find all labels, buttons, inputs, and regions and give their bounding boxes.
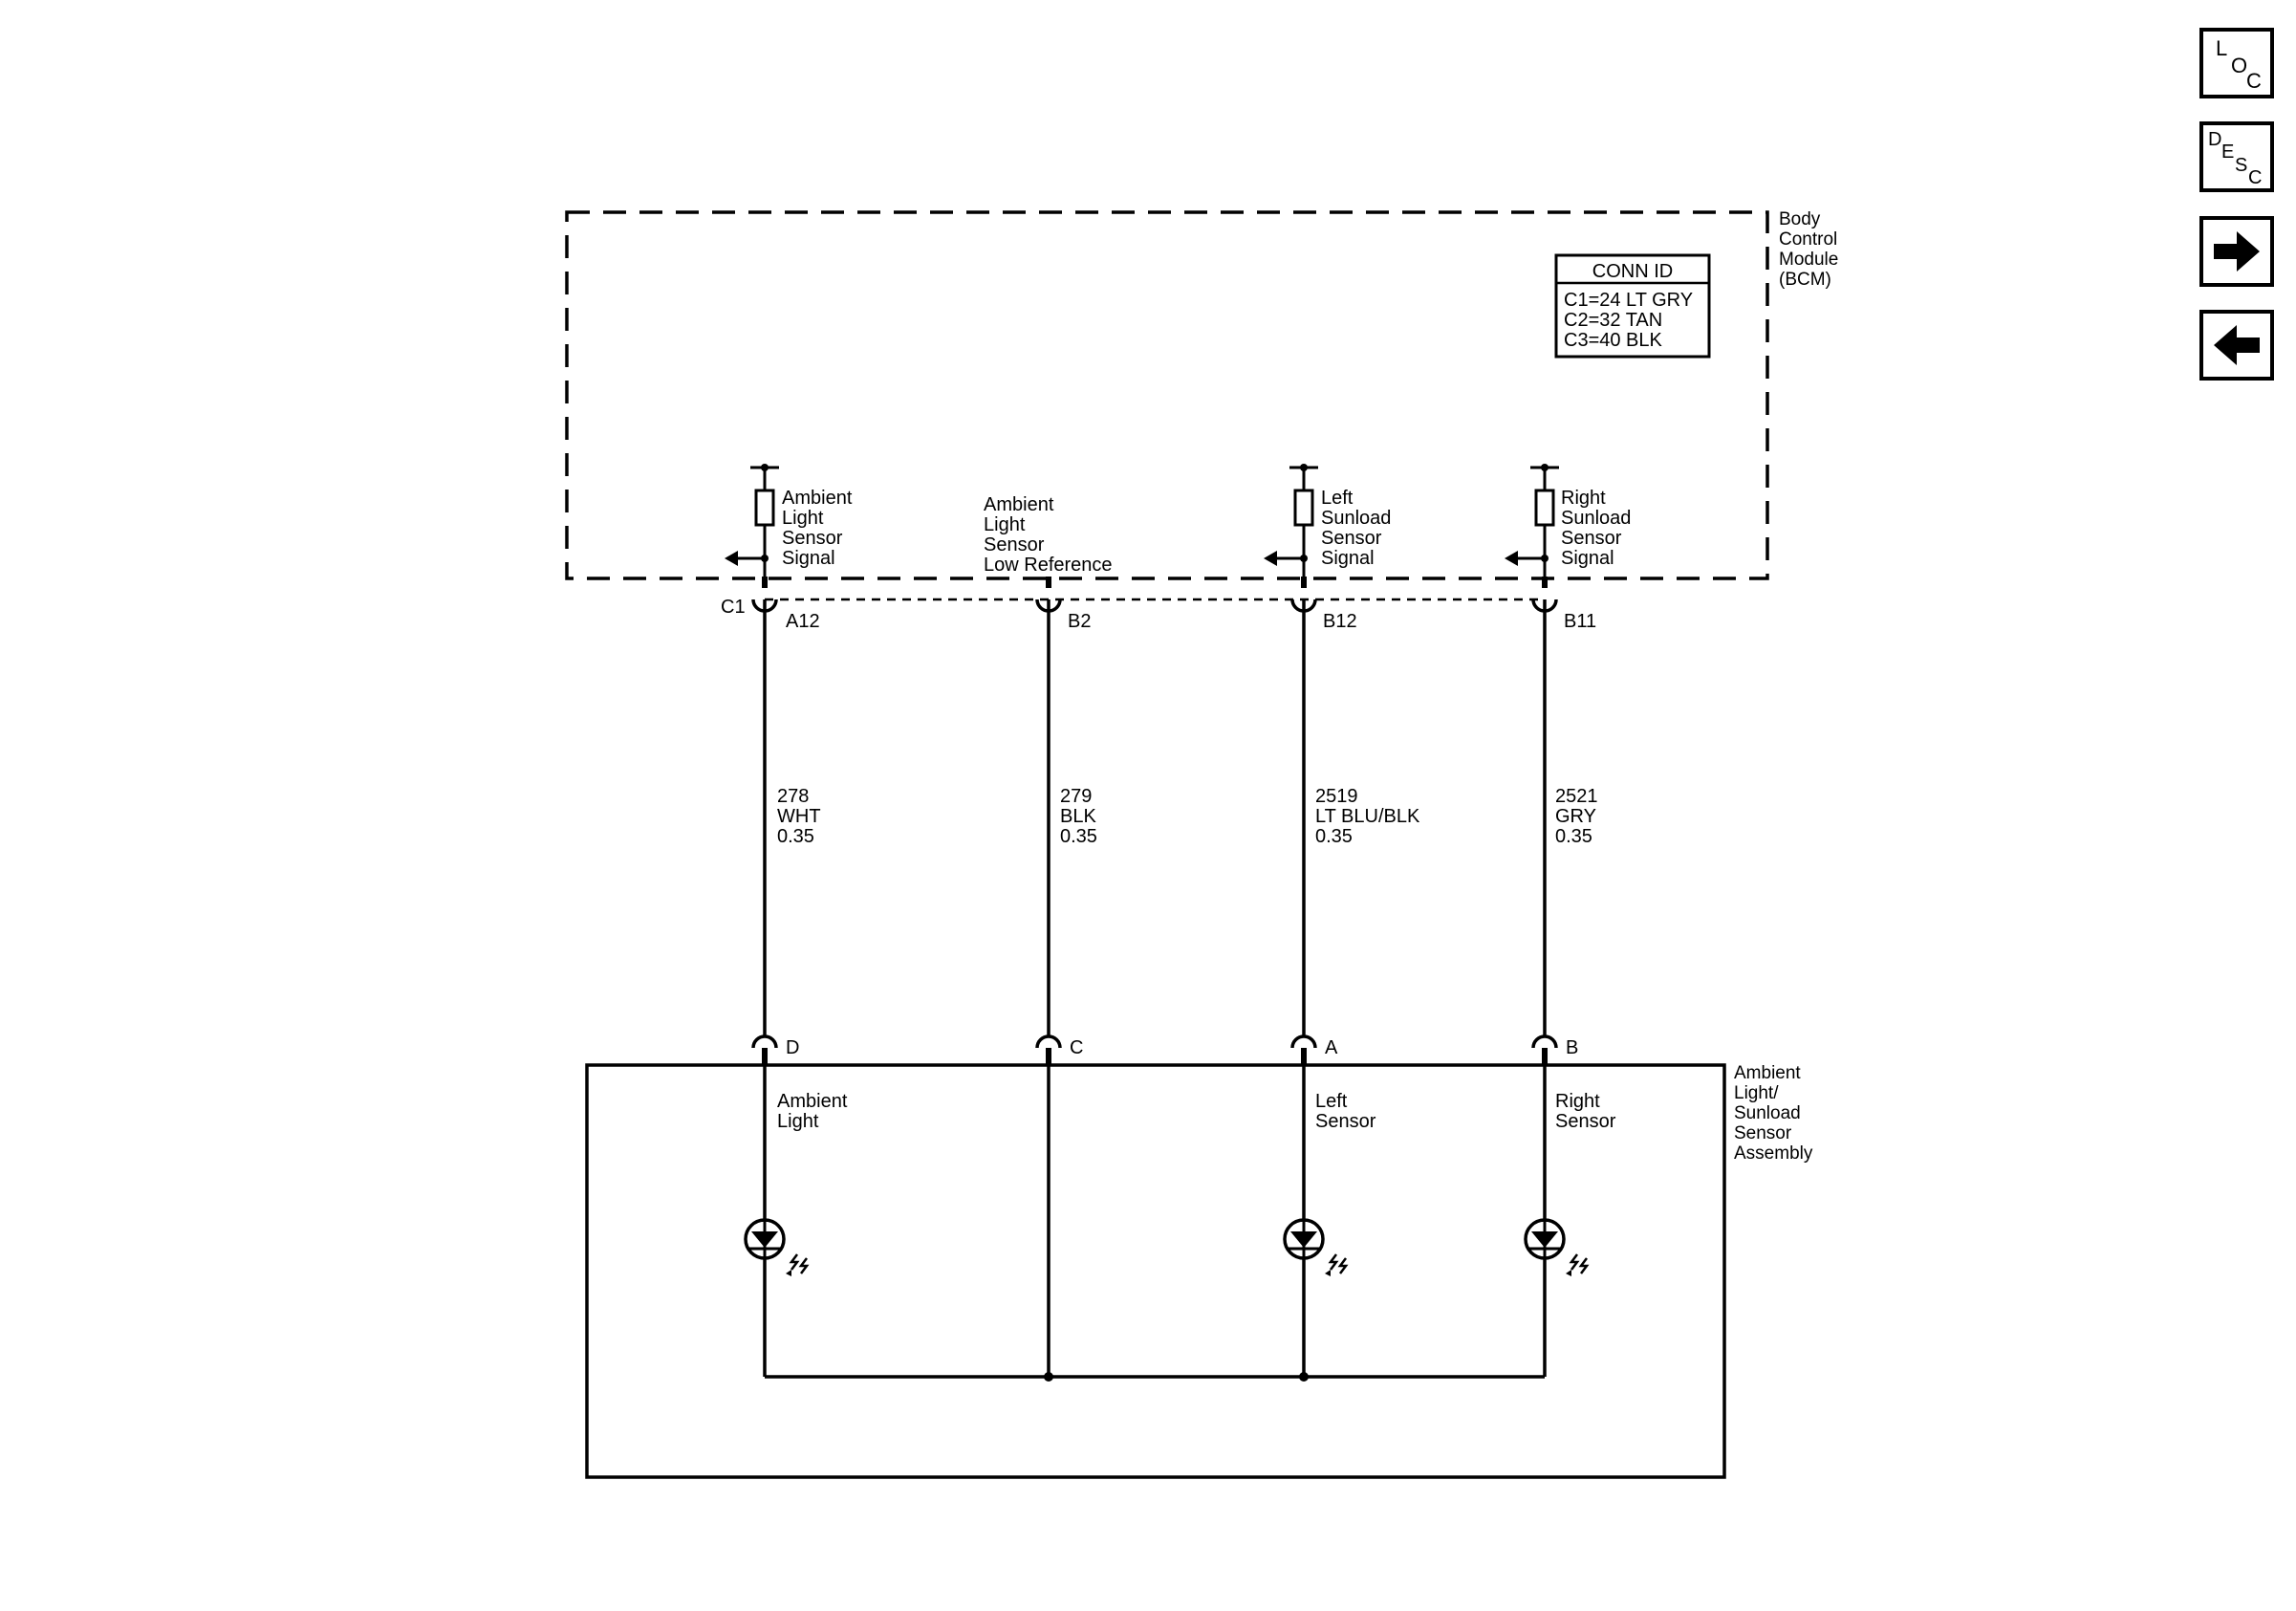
sensor-element-label: Left Sensor: [1315, 1091, 1376, 1132]
svg-text:Light/: Light/: [1734, 1083, 1779, 1103]
bcm-circuit-label: Left Sunload Sensor Signal: [1321, 488, 1391, 569]
desc-button[interactable]: D E S C: [2199, 121, 2274, 192]
svg-text:D: D: [2208, 129, 2221, 150]
circuit-low-reference: [1035, 577, 1062, 1382]
wire-label: 2519 LT BLU/BLK 0.35: [1315, 786, 1420, 847]
sensor-element-label: Right Sensor: [1555, 1091, 1616, 1132]
svg-text:0.35: 0.35: [1060, 826, 1097, 847]
svg-text:2519: 2519: [1315, 786, 1358, 807]
sensor-assembly-label: Ambient Light/ Sunload Sensor Assembly: [1734, 1063, 1813, 1164]
svg-text:Control: Control: [1779, 229, 1837, 250]
desc-icon: D E S C: [2208, 129, 2262, 188]
svg-text:WHT: WHT: [777, 806, 821, 827]
svg-text:L: L: [2216, 36, 2227, 60]
conn-id-row: C3=40 BLK: [1564, 330, 1663, 351]
sensor-assembly-box: [585, 1063, 1726, 1479]
svg-text:Signal: Signal: [782, 548, 835, 569]
svg-text:Sensor: Sensor: [1315, 1111, 1376, 1132]
svg-text:Light: Light: [777, 1111, 819, 1132]
next-button[interactable]: [2199, 216, 2274, 287]
bcm-pin-label: B12: [1323, 611, 1357, 632]
bcm-circuit-label: Right Sunload Sensor Signal: [1561, 488, 1631, 569]
svg-text:C: C: [2248, 167, 2262, 188]
photodiode-icon: [1524, 1218, 1590, 1276]
sensor-pin-label: C: [1070, 1037, 1083, 1058]
svg-text:Sensor: Sensor: [1555, 1111, 1616, 1132]
svg-text:Ambient: Ambient: [782, 488, 853, 509]
svg-text:Low Reference: Low Reference: [984, 555, 1113, 576]
svg-text:2521: 2521: [1555, 786, 1598, 807]
svg-text:Module: Module: [1779, 250, 1838, 270]
svg-text:Sensor: Sensor: [782, 528, 843, 549]
arrow-left-icon: [2214, 325, 2260, 365]
svg-text:Assembly: Assembly: [1734, 1143, 1813, 1164]
svg-text:Ambient: Ambient: [1734, 1063, 1801, 1083]
svg-text:E: E: [2221, 142, 2234, 163]
svg-text:0.35: 0.35: [777, 826, 814, 847]
svg-text:279: 279: [1060, 786, 1092, 807]
svg-text:S: S: [2235, 155, 2247, 176]
svg-text:LT BLU/BLK: LT BLU/BLK: [1315, 806, 1420, 827]
svg-text:(BCM): (BCM): [1779, 270, 1831, 290]
svg-text:Sunload: Sunload: [1734, 1103, 1801, 1123]
loc-button[interactable]: L O C: [2199, 28, 2274, 98]
arrow-right-icon: [2214, 231, 2260, 272]
svg-text:O: O: [2231, 54, 2247, 77]
svg-text:Sunload: Sunload: [1561, 508, 1631, 529]
svg-text:Sensor: Sensor: [1561, 528, 1622, 549]
wire-label: 279 BLK 0.35: [1060, 786, 1097, 847]
circuit-ambient-light-signal: [725, 464, 779, 1377]
conn-id-row: C2=32 TAN: [1564, 310, 1662, 331]
svg-text:C: C: [2246, 69, 2262, 93]
svg-text:Right: Right: [1561, 488, 1606, 509]
svg-text:Ambient: Ambient: [777, 1091, 848, 1112]
sensor-pin-label: B: [1566, 1037, 1578, 1058]
svg-text:Sensor: Sensor: [984, 534, 1045, 555]
svg-text:Left: Left: [1315, 1091, 1348, 1112]
prev-button[interactable]: [2199, 310, 2274, 381]
svg-text:Light: Light: [782, 508, 824, 529]
svg-text:BLK: BLK: [1060, 806, 1096, 827]
conn-id-row: C1=24 LT GRY: [1564, 290, 1693, 311]
bcm-box: [565, 210, 1769, 580]
svg-text:0.35: 0.35: [1315, 826, 1353, 847]
bcm-pin-label: A12: [786, 611, 820, 632]
wire-label: 2521 GRY 0.35: [1555, 786, 1598, 847]
photodiode-icon: [1283, 1218, 1349, 1276]
svg-text:Light: Light: [984, 514, 1026, 535]
svg-text:Sunload: Sunload: [1321, 508, 1391, 529]
sensor-element-label: Ambient Light: [777, 1091, 848, 1132]
svg-text:Body: Body: [1779, 209, 1821, 229]
svg-text:Left: Left: [1321, 488, 1354, 509]
bcm-pin-label: B11: [1564, 611, 1596, 632]
svg-text:278: 278: [777, 786, 809, 807]
bcm-circuit-label: Ambient Light Sensor Low Reference: [984, 494, 1113, 576]
svg-text:GRY: GRY: [1555, 806, 1596, 827]
sensor-pin-label: A: [1325, 1037, 1338, 1058]
svg-text:Signal: Signal: [1321, 548, 1375, 569]
wire-label: 278 WHT 0.35: [777, 786, 821, 847]
svg-text:Sensor: Sensor: [1321, 528, 1382, 549]
bcm-pin-label: B2: [1068, 611, 1091, 632]
svg-text:0.35: 0.35: [1555, 826, 1592, 847]
svg-text:Sensor: Sensor: [1734, 1123, 1792, 1143]
bcm-label: Body Control Module (BCM): [1779, 209, 1838, 290]
svg-text:Right: Right: [1555, 1091, 1600, 1112]
photodiode-icon: [744, 1218, 810, 1276]
conn-id-table: CONN ID C1=24 LT GRY C2=32 TAN C3=40 BLK: [1554, 253, 1711, 359]
bcm-circuit-label: Ambient Light Sensor Signal: [782, 488, 853, 569]
loc-icon: L O C: [2216, 36, 2262, 93]
conn-id-title: CONN ID: [1592, 261, 1673, 282]
svg-text:Signal: Signal: [1561, 548, 1614, 569]
svg-text:Ambient: Ambient: [984, 494, 1054, 515]
sensor-pin-label: D: [786, 1037, 799, 1058]
connector-c1-label: C1: [721, 597, 746, 618]
